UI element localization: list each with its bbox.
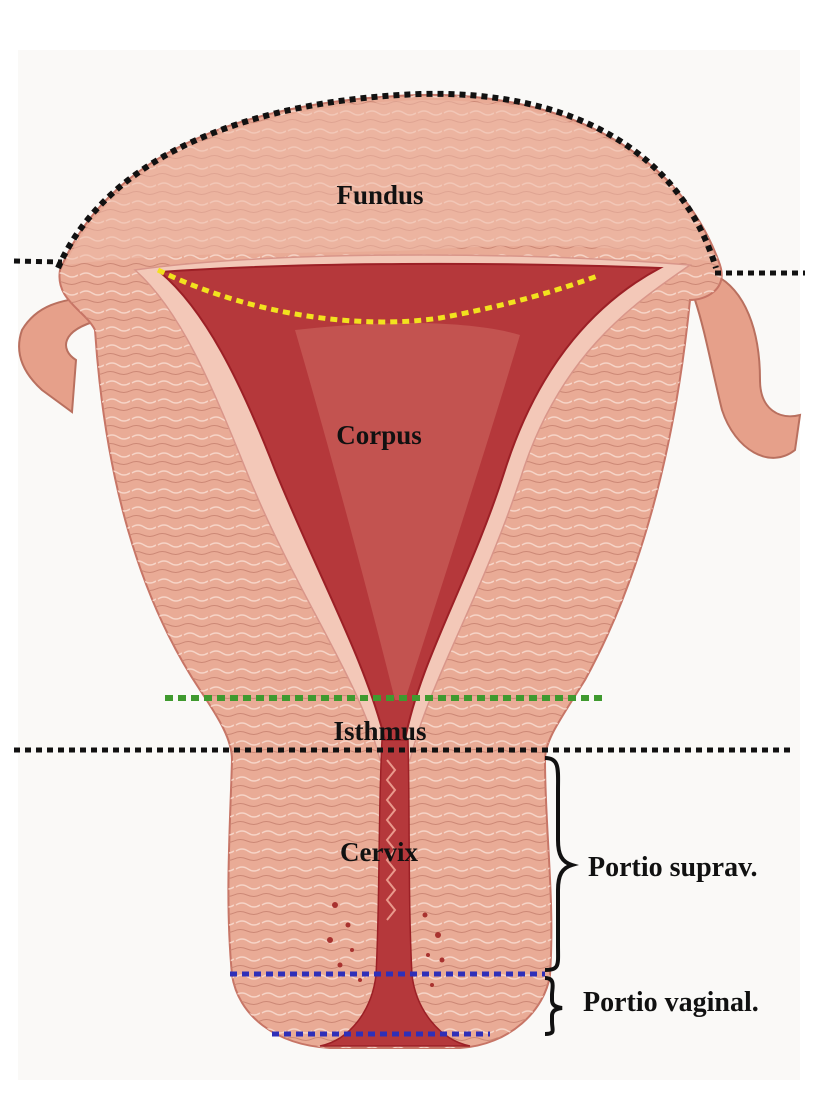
label-portio-supravaginal: Portio suprav. [588,852,758,883]
label-portio-vaginal: Portio vaginal. [583,987,759,1018]
cervical-canal [319,739,471,1047]
label-cervix: Cervix [340,837,418,867]
label-corpus: Corpus [336,420,422,450]
left-tube [18,293,101,414]
brace-supravaginal [544,756,579,972]
cavity-highlight [295,323,520,700]
brace-vaginal [544,976,563,1036]
fundus-wall [65,99,712,265]
right-tube [693,273,802,459]
fundus-corpus-boundary-left [13,258,63,265]
label-fundus: Fundus [336,180,423,210]
label-isthmus: Isthmus [333,716,426,746]
fundus-outline [55,90,719,270]
cavity-roof-line [156,267,601,325]
plicae-palmatae [385,759,397,921]
cervical-glands [327,902,445,987]
